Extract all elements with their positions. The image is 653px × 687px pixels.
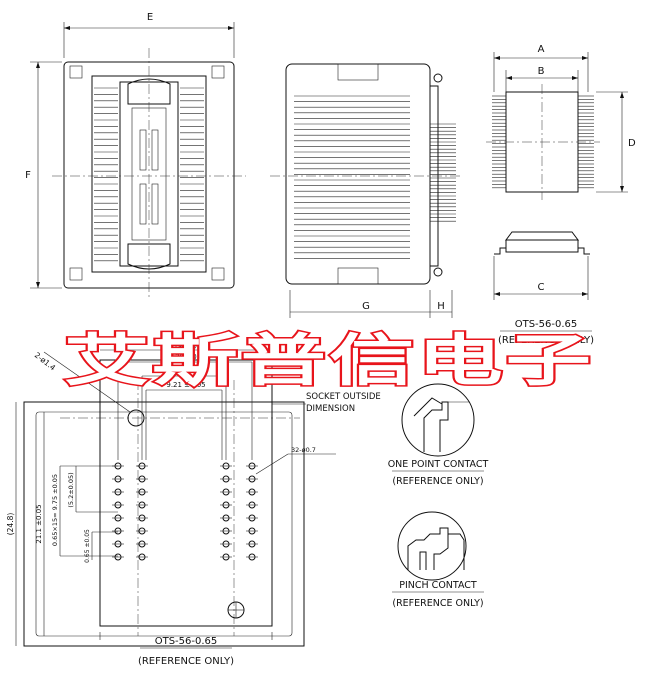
pin-hole-spec: 32-ø0.7: [291, 446, 316, 454]
socket-outside-label: SOCKET OUTSIDE: [306, 392, 381, 402]
dim-0-65: 0.65 ±0.05: [84, 529, 91, 563]
pcb-footprint-view: (18.7) 14.29 ±0.05 10.9 ±0.05 9.21 ±0.05…: [6, 340, 381, 667]
dimension-label: DIMENSION: [306, 404, 355, 414]
socket-side-view: G H: [270, 63, 460, 318]
package-views: A B D C: [486, 44, 636, 300]
dim-label-c: C: [538, 282, 545, 293]
socket-top-view: E F: [25, 12, 246, 300]
dim-label-e: E: [147, 12, 153, 23]
one-point-contact-label: ONE POINT CONTACT: [388, 459, 489, 470]
dim-10: 10.9 ±0.05: [166, 367, 205, 375]
dim-label-b: B: [538, 66, 545, 77]
dim-pitch-total: 0.65×15= 9.75 ±0.05: [51, 474, 59, 546]
dim-21: 21.1 ±0.05: [35, 504, 43, 543]
contact-details: ONE POINT CONTACT (REFERENCE ONLY) PINCH…: [388, 383, 489, 609]
dim-5-2: (5.2±0.05): [67, 472, 75, 507]
watermark-text: 艾斯普信电子: [64, 329, 594, 394]
package-name-top: OTS-56-0.65: [515, 319, 578, 330]
dim-label-a: A: [538, 44, 545, 55]
package-name-bottom: OTS-56-0.65: [155, 636, 218, 647]
dim-label-g: G: [362, 301, 370, 312]
dim-overall-width: (18.7): [175, 340, 198, 349]
dim-label-h: H: [437, 301, 445, 312]
dim-height: (24.8): [6, 513, 15, 536]
pinch-contact-label: PINCH CONTACT: [399, 580, 477, 591]
one-point-contact-note: (REFERENCE ONLY): [392, 476, 483, 487]
dim-14: 14.29 ±0.05: [164, 353, 208, 361]
package-note-top: (REFERENCE ONLY): [498, 335, 594, 346]
dim-9: 9.21 ±0.05: [166, 381, 205, 389]
package-note-bottom: (REFERENCE ONLY): [138, 656, 234, 667]
hole-spec: 2-ø1.4: [33, 350, 58, 372]
pinch-contact-note: (REFERENCE ONLY): [392, 598, 483, 609]
dim-label-f: F: [25, 170, 31, 181]
dim-label-d: D: [628, 138, 636, 149]
